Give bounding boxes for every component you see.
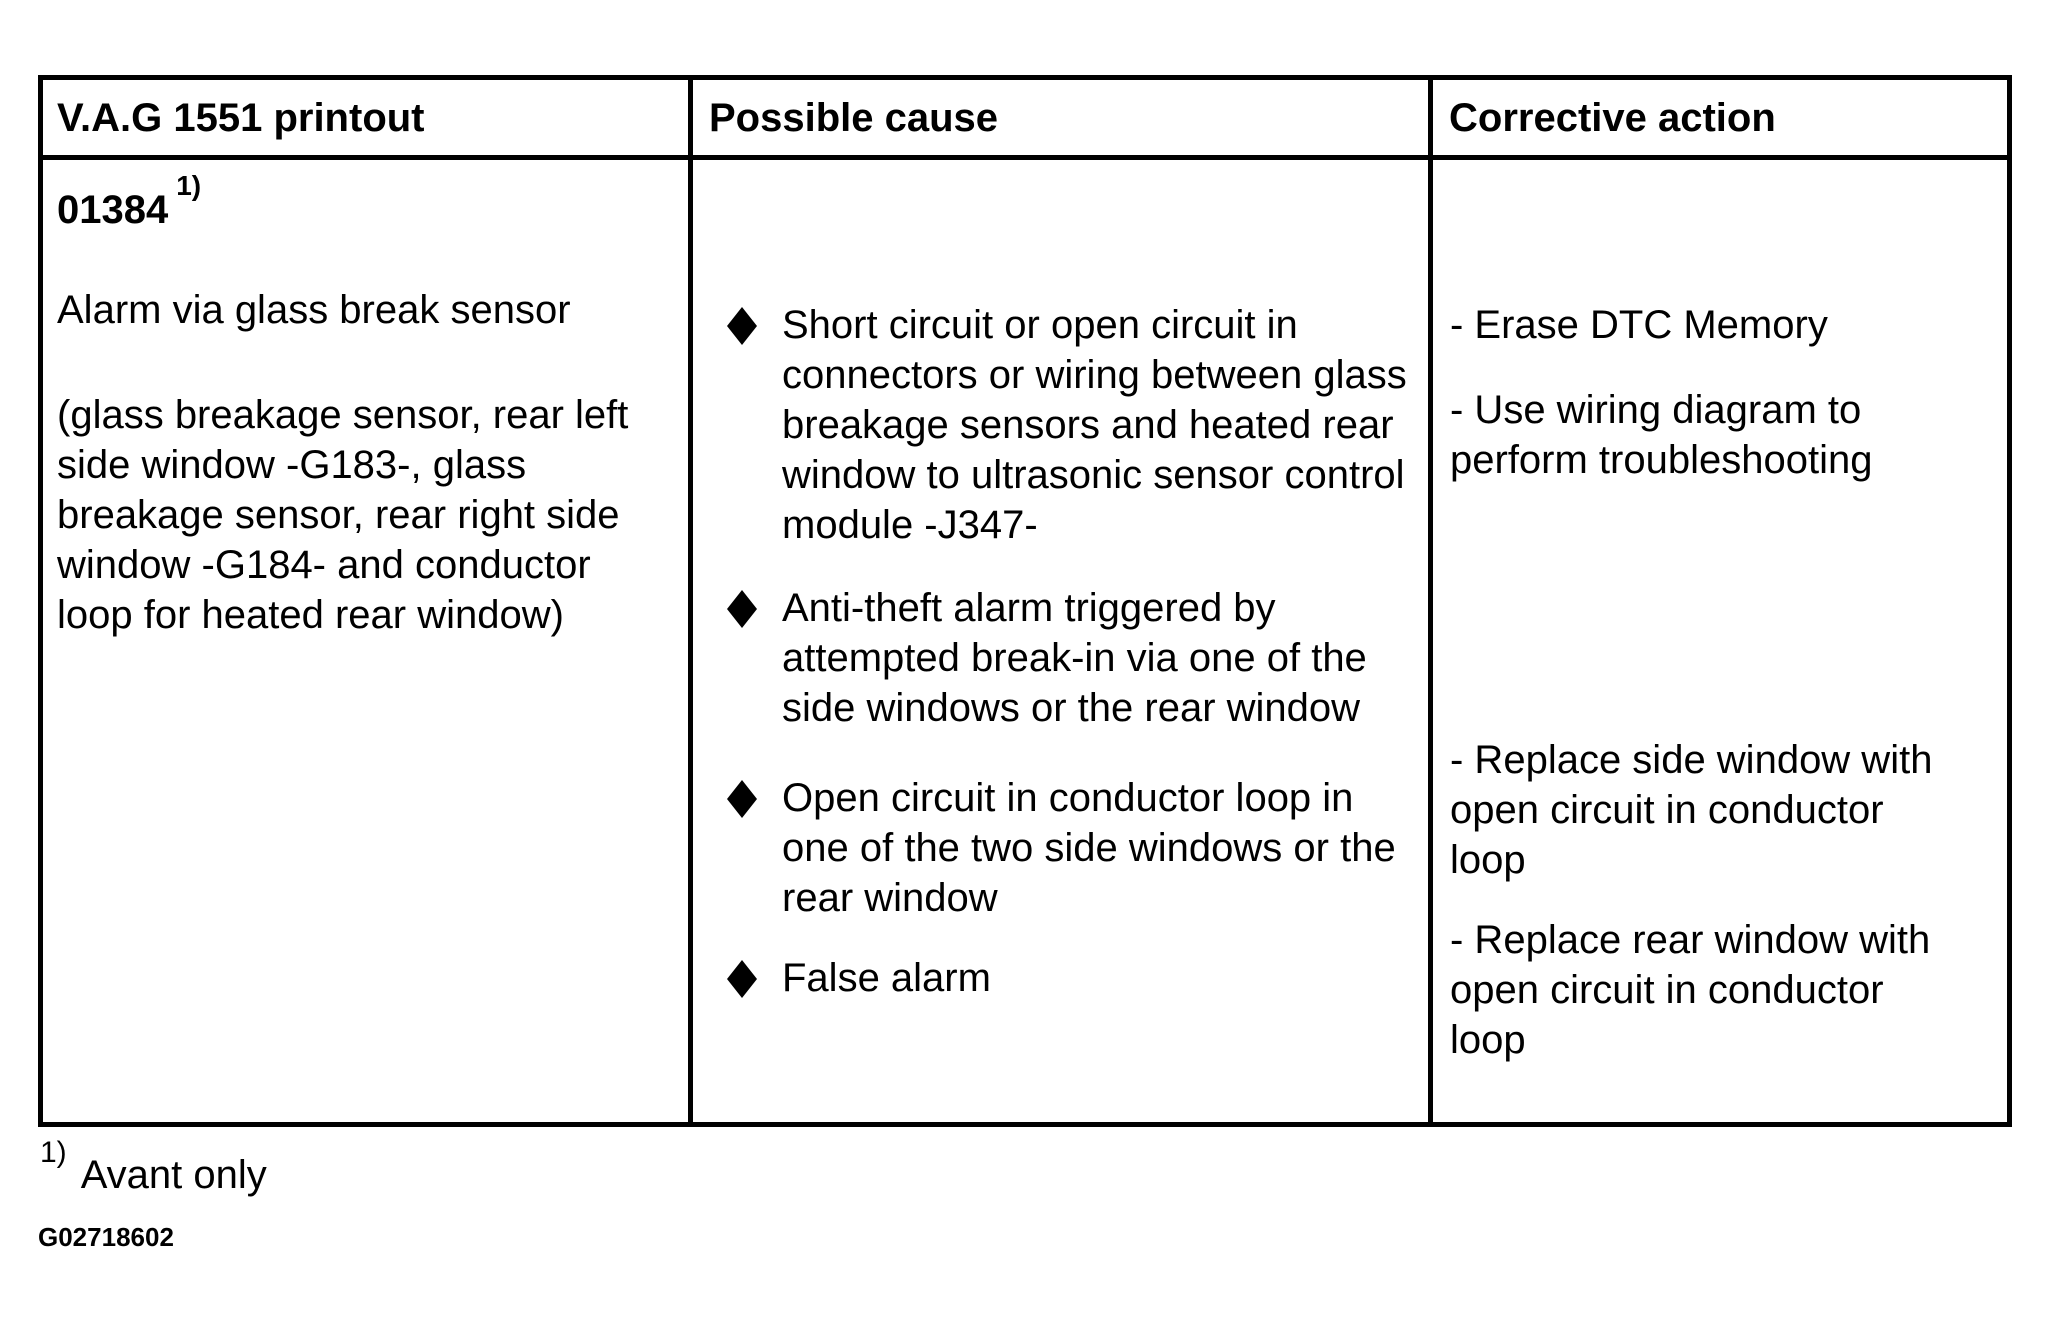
- cause-item: Short circuit or open circuit in connect…: [727, 300, 1428, 550]
- possible-cause-cell: Short circuit or open circuit in connect…: [693, 160, 1433, 1122]
- cause-item: Anti-theft alarm triggered by attempted …: [727, 583, 1428, 733]
- fault-title: Alarm via glass break sensor: [57, 288, 571, 332]
- cause-item: False alarm: [727, 953, 1428, 1003]
- fault-detail: (glass breakage sensor, rear left side w…: [57, 393, 629, 637]
- cause-text: Open circuit in conductor loop in one of…: [782, 776, 1396, 920]
- column-header-vag-printout: V.A.G 1551 printout: [43, 80, 693, 160]
- diamond-bullet-icon: [727, 773, 782, 818]
- cause-text: False alarm: [782, 956, 991, 1000]
- column-header-corrective-action: Corrective action: [1433, 80, 2007, 160]
- column-header-possible-cause: Possible cause: [693, 80, 1433, 160]
- corrective-action-cell: - Erase DTC Memory - Use wiring diagram …: [1433, 160, 2007, 1122]
- footnote-text: Avant only: [80, 1153, 267, 1197]
- action-item: - Replace rear window with open circuit …: [1450, 918, 1931, 1062]
- dtc-code: 01384: [57, 188, 169, 232]
- printout-cell: 013841) Alarm via glass break sensor (gl…: [43, 160, 693, 1122]
- cause-item: Open circuit in conductor loop in one of…: [727, 773, 1428, 923]
- diamond-bullet-icon: [727, 953, 782, 998]
- footnote-marker: 1): [40, 1135, 67, 1169]
- dtc-footnote-ref: 1): [176, 169, 202, 201]
- cause-text: Anti-theft alarm triggered by attempted …: [782, 586, 1367, 730]
- action-item: - Erase DTC Memory: [1450, 303, 1828, 347]
- diamond-bullet-icon: [727, 300, 782, 345]
- figure-id: G02718602: [38, 1222, 174, 1252]
- action-item: - Replace side window with open circuit …: [1450, 738, 1933, 882]
- dtc-code-line: 013841): [57, 171, 652, 235]
- cause-text: Short circuit or open circuit in connect…: [782, 303, 1407, 547]
- dtc-table: V.A.G 1551 printout Possible cause Corre…: [38, 75, 2012, 1127]
- diamond-bullet-icon: [727, 583, 782, 628]
- action-item: - Use wiring diagram to perform troubles…: [1450, 388, 1873, 482]
- footnote: 1) Avant only: [40, 1137, 267, 1200]
